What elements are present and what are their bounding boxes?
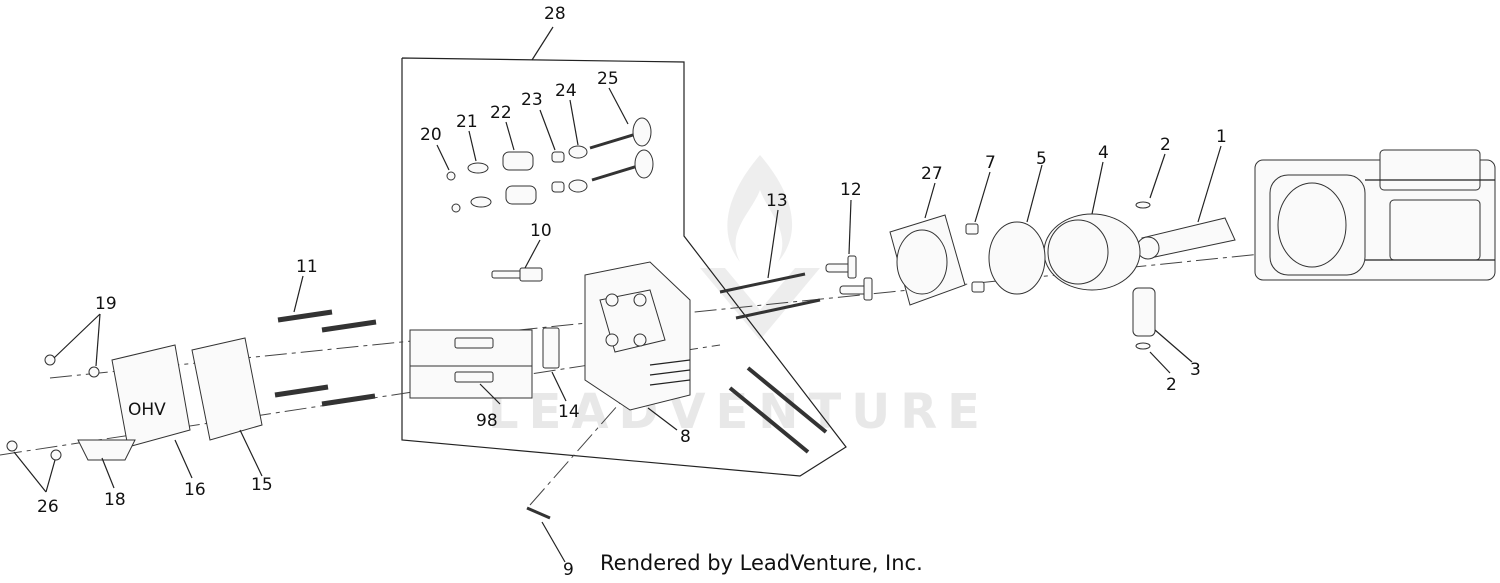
piston-rings [988, 221, 1046, 295]
callout-10: 10 [530, 221, 552, 241]
callout-11: 11 [296, 257, 318, 277]
screw-26-b [50, 449, 62, 461]
piston [1043, 213, 1141, 291]
head-stud-2 [746, 366, 828, 434]
callout-19: 19 [95, 294, 117, 314]
screw-19-b [88, 366, 100, 378]
leader-28 [531, 26, 554, 61]
screw-19-a [44, 354, 56, 366]
push-rod-lower [735, 298, 821, 320]
callout-2-lower: 2 [1166, 375, 1177, 395]
callout-7: 7 [985, 153, 996, 173]
leader-9 [541, 521, 566, 563]
callout-27: 27 [921, 164, 943, 184]
snap-ring-upper [1135, 201, 1151, 209]
leader-8 [647, 407, 678, 431]
leader-19-b [95, 313, 101, 367]
footer-credit: Rendered by LeadVenture, Inc. [600, 551, 923, 575]
push-rod-upper [719, 272, 806, 294]
leader-16 [174, 439, 193, 479]
leader-12 [848, 199, 852, 255]
head-kit-outline [401, 57, 847, 477]
valve-cover-emblem: OHV [128, 400, 166, 420]
leader-4 [1091, 161, 1104, 215]
callout-21: 21 [456, 112, 478, 132]
callout-9: 9 [563, 560, 574, 580]
engine-block [1254, 149, 1496, 281]
callout-24: 24 [555, 81, 577, 101]
callout-3: 3 [1190, 360, 1201, 380]
leader-10 [524, 239, 541, 269]
dowel-pin-lower [971, 281, 985, 293]
connecting-rod [1136, 217, 1236, 260]
leader-26-b [45, 459, 56, 493]
leader-22 [505, 121, 515, 151]
head-gasket [889, 214, 966, 306]
leader-15 [239, 429, 263, 477]
valve-cover: OHV [111, 344, 191, 448]
callout-20: 20 [420, 125, 442, 145]
callout-26: 26 [37, 497, 59, 517]
leader-24 [569, 99, 579, 146]
rocker-cover-bolts [274, 309, 377, 407]
callout-13: 13 [766, 191, 788, 211]
callout-25: 25 [597, 69, 619, 89]
leader-20 [436, 144, 450, 171]
callouts: 28 25 24 23 22 21 20 1 2 4 5 7 27 12 13 … [37, 4, 1227, 580]
leader-2a [1149, 153, 1166, 199]
callout-16: 16 [184, 480, 206, 500]
leader-14 [551, 371, 567, 402]
callout-18: 18 [104, 490, 126, 510]
gasket-set [409, 329, 533, 399]
callout-23: 23 [521, 90, 543, 110]
valve-cover-gasket [191, 337, 263, 441]
leader-13 [767, 209, 779, 279]
head-stud-1 [728, 386, 810, 454]
screw-26-a [6, 440, 18, 452]
callout-2-upper: 2 [1160, 135, 1171, 155]
callout-5: 5 [1036, 149, 1047, 169]
cylinder-head [584, 261, 691, 411]
leader-21 [468, 130, 477, 162]
leader-18 [101, 457, 115, 489]
push-rod-guides [825, 255, 873, 301]
leader-23 [539, 109, 556, 151]
callout-28: 28 [544, 4, 566, 24]
watermark-flame-icon [727, 155, 793, 262]
leader-5 [1026, 164, 1043, 223]
leader-27 [924, 182, 936, 219]
dowel-pin-upper [965, 223, 979, 235]
leader-2b [1149, 351, 1171, 374]
snap-ring-lower [1135, 342, 1151, 350]
bracket [77, 439, 136, 461]
callout-22: 22 [490, 103, 512, 123]
leader-26-a [13, 451, 47, 493]
leader-1 [1197, 145, 1222, 223]
leader-11 [293, 275, 304, 313]
callout-98: 98 [476, 411, 498, 431]
piston-pin [1132, 287, 1156, 337]
callout-12: 12 [840, 180, 862, 200]
callout-4: 4 [1098, 143, 1109, 163]
stud-9 [526, 506, 551, 520]
callout-8: 8 [680, 427, 691, 447]
leader-19-a [53, 313, 101, 359]
callout-1: 1 [1216, 127, 1227, 147]
callout-14: 14 [558, 402, 580, 422]
watermark-v-icon [700, 268, 820, 340]
exhaust-gasket [542, 327, 560, 369]
leader-98 [479, 383, 501, 405]
valve-train [446, 117, 654, 213]
leader-7 [974, 171, 991, 223]
leader-25 [608, 87, 629, 125]
leader-3 [1154, 329, 1193, 363]
spark-plug [491, 267, 543, 282]
callout-15: 15 [251, 475, 273, 495]
